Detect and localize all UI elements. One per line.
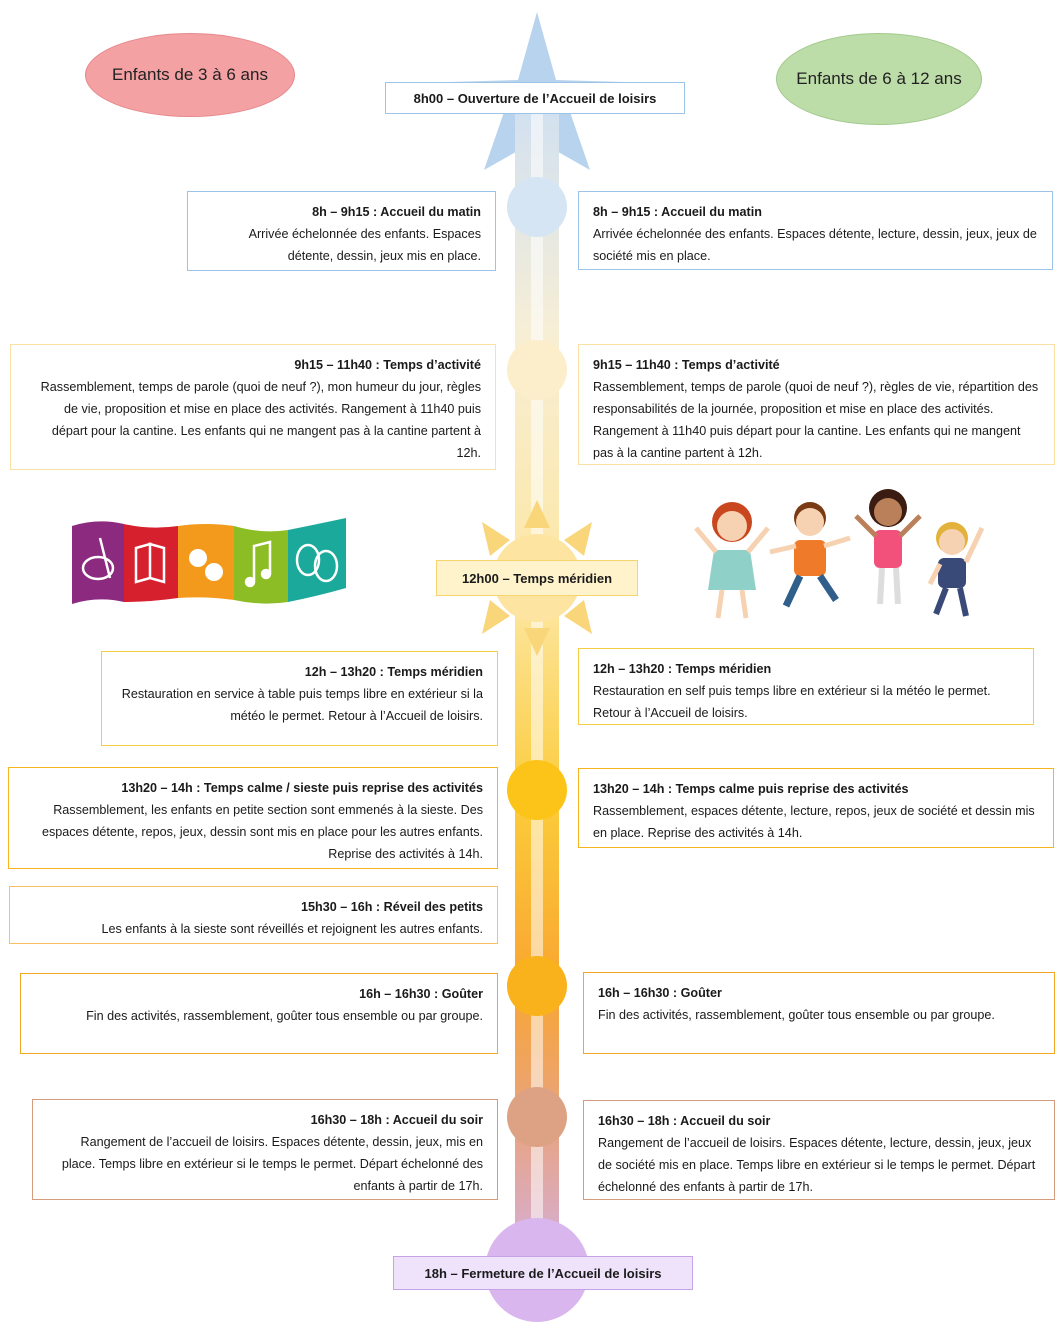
group-6-12-label: Enfants de 6 à 12 ans bbox=[796, 69, 962, 88]
right-midday-text: Restauration en self puis temps libre en… bbox=[593, 684, 991, 720]
right-morning-text: Arrivée échelonnée des enfants. Espaces … bbox=[593, 227, 1037, 263]
milestone-open: 8h00 – Ouverture de l’Accueil de loisirs bbox=[385, 82, 685, 114]
right-calm-box: 13h20 – 14h : Temps calme puis reprise d… bbox=[578, 768, 1054, 848]
banner-purple bbox=[72, 521, 124, 604]
left-midday-text: Restauration en service à table puis tem… bbox=[121, 687, 483, 723]
left-morning-text: Arrivée échelonnée des enfants. Espaces … bbox=[248, 227, 481, 263]
milestone-open-text: 8h00 – Ouverture de l’Accueil de loisirs bbox=[413, 90, 657, 106]
left-snack-title: 16h – 16h30 : Goûter bbox=[359, 987, 483, 1001]
right-evening-title: 16h30 – 18h : Accueil du soir bbox=[598, 1114, 771, 1128]
right-morning-box: 8h – 9h15 : Accueil du matin Arrivée éch… bbox=[578, 191, 1053, 270]
milestone-close-text: 18h – Fermeture de l’Accueil de loisirs bbox=[424, 1265, 662, 1281]
milestone-midday-text: 12h00 – Temps méridien bbox=[461, 570, 613, 586]
child-girl-red-hair bbox=[694, 502, 770, 619]
children-jumping-icon bbox=[694, 489, 985, 619]
child-boy-orange bbox=[769, 502, 851, 608]
left-evening-box: 16h30 – 18h : Accueil du soir Rangement … bbox=[32, 1099, 498, 1200]
left-calm-title: 13h20 – 14h : Temps calme / sieste puis … bbox=[121, 781, 483, 795]
group-6-12-ellipse: Enfants de 6 à 12 ans bbox=[776, 33, 982, 125]
group-3-6-ellipse: Enfants de 3 à 6 ans bbox=[85, 33, 295, 117]
left-evening-title: 16h30 – 18h : Accueil du soir bbox=[310, 1113, 483, 1127]
right-midday-box: 12h – 13h20 : Temps méridien Restauratio… bbox=[578, 648, 1034, 725]
left-midday-box: 12h – 13h20 : Temps méridien Restauratio… bbox=[101, 651, 498, 746]
left-calm-box: 13h20 – 14h : Temps calme / sieste puis … bbox=[8, 767, 498, 869]
left-snack-box: 16h – 16h30 : Goûter Fin des activités, … bbox=[20, 973, 498, 1054]
left-activity-title: 9h15 – 11h40 : Temps d’activité bbox=[294, 358, 481, 372]
timeline-dot-evening bbox=[507, 1087, 567, 1147]
timeline-dot-activity bbox=[507, 340, 567, 400]
right-snack-text: Fin des activités, rassemblement, goûter… bbox=[598, 1008, 995, 1022]
left-activity-box: 9h15 – 11h40 : Temps d’activité Rassembl… bbox=[10, 344, 496, 470]
left-evening-text: Rangement de l’accueil de loisirs. Espac… bbox=[61, 1135, 483, 1193]
timeline-dot-calm bbox=[507, 760, 567, 820]
right-evening-box: 16h30 – 18h : Accueil du soir Rangement … bbox=[583, 1100, 1055, 1200]
drama-masks-icon bbox=[295, 543, 339, 583]
group-3-6-label: Enfants de 3 à 6 ans bbox=[112, 65, 268, 84]
right-evening-text: Rangement de l’accueil de loisirs. Espac… bbox=[598, 1136, 1036, 1194]
milestone-midday: 12h00 – Temps méridien bbox=[436, 560, 638, 596]
left-calm-text: Rassemblement, les enfants en petite sec… bbox=[41, 803, 483, 861]
left-wake-box: 15h30 – 16h : Réveil des petits Les enfa… bbox=[9, 886, 498, 944]
left-snack-text: Fin des activités, rassemblement, goûter… bbox=[86, 1009, 483, 1023]
music-notes-icon bbox=[244, 540, 272, 588]
left-activity-text: Rassemblement, temps de parole (quoi de … bbox=[40, 380, 481, 460]
right-activity-text: Rassemblement, temps de parole (quoi de … bbox=[593, 380, 1039, 460]
right-activity-box: 9h15 – 11h40 : Temps d’activité Rassembl… bbox=[578, 344, 1055, 465]
palette-icon bbox=[81, 537, 115, 581]
timeline-dot-morning bbox=[507, 177, 567, 237]
banner-green bbox=[234, 526, 288, 604]
right-activity-title: 9h15 – 11h40 : Temps d’activité bbox=[593, 358, 780, 372]
left-wake-text: Les enfants à la sieste sont réveillés e… bbox=[101, 922, 483, 936]
right-calm-title: 13h20 – 14h : Temps calme puis reprise d… bbox=[593, 782, 909, 796]
theater-masks-icon bbox=[189, 549, 223, 581]
left-midday-title: 12h – 13h20 : Temps méridien bbox=[304, 665, 483, 679]
right-calm-text: Rassemblement, espaces détente, lecture,… bbox=[593, 804, 1035, 840]
child-girl-pink bbox=[854, 489, 922, 605]
child-boy-blond bbox=[927, 522, 985, 617]
right-midday-title: 12h – 13h20 : Temps méridien bbox=[593, 662, 772, 676]
book-icon bbox=[134, 542, 166, 584]
timeline-dot-snack bbox=[507, 956, 567, 1016]
right-snack-title: 16h – 16h30 : Goûter bbox=[598, 986, 722, 1000]
left-morning-title: 8h – 9h15 : Accueil du matin bbox=[312, 205, 481, 219]
left-morning-box: 8h – 9h15 : Accueil du matin Arrivée éch… bbox=[187, 191, 496, 271]
right-morning-title: 8h – 9h15 : Accueil du matin bbox=[593, 205, 762, 219]
activities-banner bbox=[72, 518, 346, 604]
milestone-close: 18h – Fermeture de l’Accueil de loisirs bbox=[393, 1256, 693, 1290]
right-snack-box: 16h – 16h30 : Goûter Fin des activités, … bbox=[583, 972, 1055, 1054]
left-wake-title: 15h30 – 16h : Réveil des petits bbox=[301, 900, 483, 914]
